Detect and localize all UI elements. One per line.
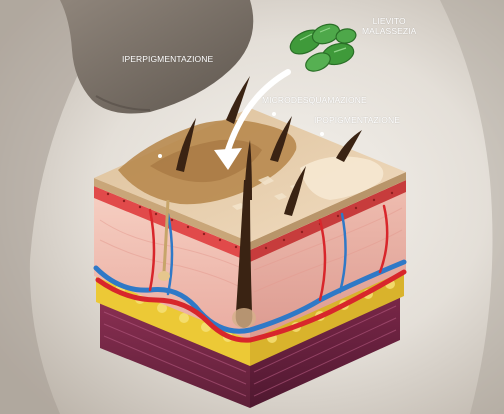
label-yeast: LIEVITO MALASSEZIA xyxy=(362,16,416,36)
pointer-dot-hyperpigmentation xyxy=(158,154,162,158)
label-yeast-line1: LIEVITO xyxy=(362,16,416,26)
pointer-dot-hypopigmentation xyxy=(320,132,324,136)
label-microdesquamation: MICRODESQUAMAZIONE xyxy=(262,95,367,105)
label-hyperpigmentation: IPERPIGMENTAZIONE xyxy=(122,54,213,64)
pointer-dot-microdesquamation xyxy=(272,112,276,116)
label-yeast-line2: MALASSEZIA xyxy=(362,26,416,36)
label-hypopigmentation: IPOPIGMENTAZIONE xyxy=(314,115,400,125)
